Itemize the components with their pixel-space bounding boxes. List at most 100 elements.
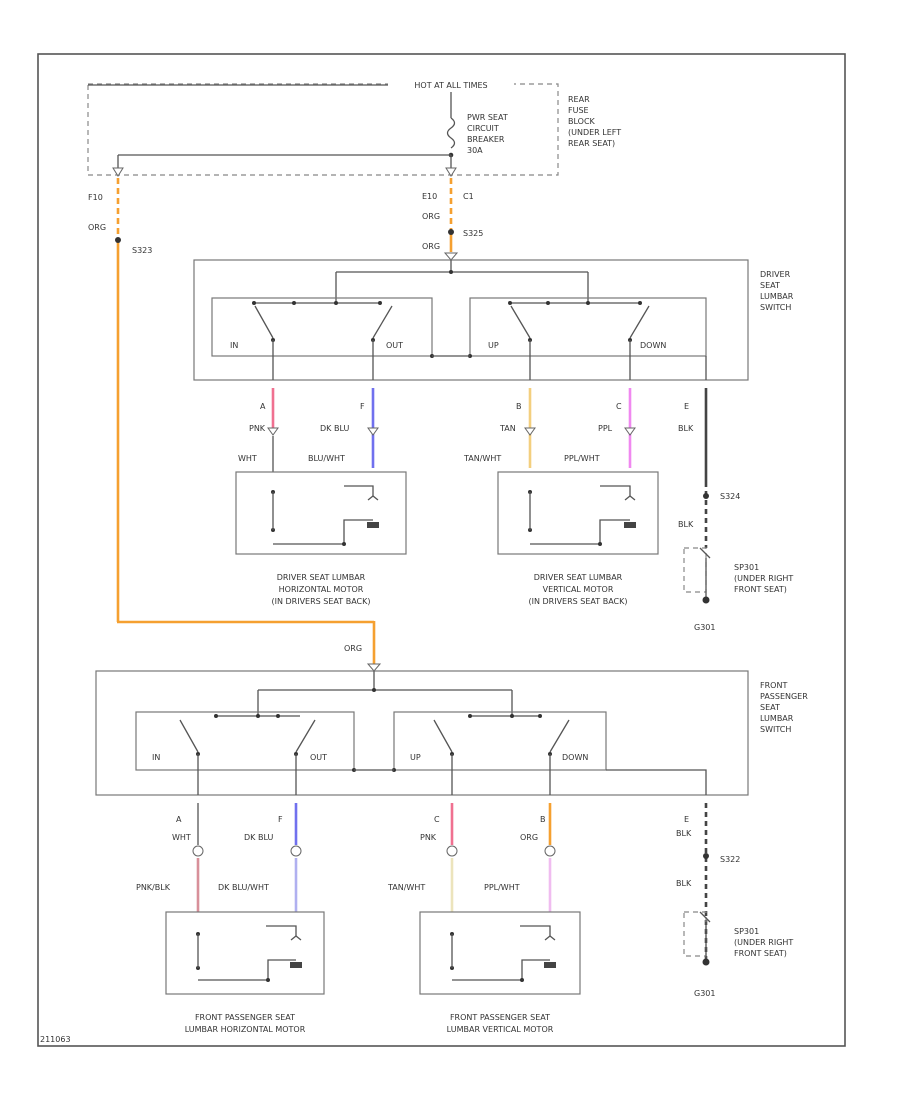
driver-vert-motor-label-1: DRIVER SEAT LUMBAR [534,573,623,582]
org-label-center: ORG [422,212,440,221]
diagram-code: 211063 [40,1035,71,1044]
psw-up-label: UP [410,753,421,762]
splice-s323 [115,237,121,243]
psw-blk-label: BLK [676,829,692,838]
sp301-dashed-box [683,547,707,593]
dsw-feed-node [449,270,453,274]
dsw-vertical-frame [469,297,707,357]
motor-icon [624,522,636,528]
dsw-contact [252,301,256,305]
sp301b-label-3: FRONT SEAT) [734,949,787,958]
dsw-contact [638,301,642,305]
dsw-horizontal-frame [211,297,433,357]
driver-horizontal-motor-box [235,471,407,555]
dsw-out-label: OUT [386,341,403,350]
pnkblk-label: PNK/BLK [136,883,171,892]
psw-contact [256,714,260,718]
driver-switch-label-4: SWITCH [760,303,791,312]
org-label-center-2: ORG [422,242,440,251]
pnk-connector [267,427,279,436]
driver-switch-label-3: LUMBAR [760,292,794,301]
psw-ground-to-e [606,769,707,795]
hot-at-all-times-label: HOT AT ALL TIMES [414,81,487,90]
diagram-frame [37,53,846,1047]
f10-label: F10 [88,193,103,202]
sp301b-splice [699,911,711,962]
fuse-block-label-5: REAR SEAT) [568,139,615,148]
e10-connector [445,167,457,177]
psw-up-blade [433,719,453,753]
dsw-contact [508,301,512,305]
psw-wht-label: WHT [172,833,191,842]
psw-contact [276,714,280,718]
g301-label: G301 [694,623,715,632]
dsw-contact [378,301,382,305]
blk-label-2: BLK [678,520,694,529]
passenger-switch-label-1: FRONT [760,681,787,690]
driver-switch-label-1: DRIVER [760,270,791,279]
splice-s325 [448,229,454,235]
passenger-switch-label-4: LUMBAR [760,714,794,723]
passenger-switch-label-2: PASSENGER [760,692,808,701]
psw-contact [468,714,472,718]
passenger-horiz-motor-label-1: FRONT PASSENGER SEAT [195,1013,295,1022]
driver-horizontal-motor-internals [271,485,379,546]
psw-blk-label-2: BLK [676,879,692,888]
passenger-horizontal-motor-box [165,911,325,995]
fuse-block-label-3: BLOCK [568,117,596,126]
driver-vert-motor-label-3: (IN DRIVERS SEAT BACK) [529,597,628,606]
sp301-splice [699,547,711,600]
ppl-label: PPL [598,424,613,433]
term-a-label: A [260,402,266,411]
pplwht-label: PPL/WHT [564,454,600,463]
sp301-label-3: FRONT SEAT) [734,585,787,594]
driver-horiz-motor-label-1: DRIVER SEAT LUMBAR [277,573,366,582]
passenger-lumbar-switch-box [95,670,749,796]
sp301b-label-2: (UNDER RIGHT [734,938,793,947]
s325-label: S325 [463,229,483,238]
psw-dkblu-label: DK BLU [244,833,273,842]
fuse-block-label-1: REAR [568,95,590,104]
dsw-in-label: IN [230,341,238,350]
passenger-horizontal-motor-internals [196,925,302,982]
g301b-label: G301 [694,989,715,998]
fuse-block-box [87,83,559,176]
dsw-in-blade [254,305,274,339]
psw-term-b-label: B [540,815,546,824]
dsw-up-blade [510,305,531,339]
s323-label: S323 [132,246,152,255]
psw-term-a-label: A [176,815,182,824]
dkbluwht-label: DK BLU/WHT [218,883,269,892]
tan-label: TAN [499,424,516,433]
sp301-label-2: (UNDER RIGHT [734,574,793,583]
e10-label: E10 [422,192,437,201]
passenger-switch-label-3: SEAT [760,703,780,712]
term-f-label: F [360,402,365,411]
psw-in-blade [179,719,199,753]
dsw-contact [586,301,590,305]
psw-down-blade [549,719,570,753]
dsw-contact [292,301,296,305]
driver-horiz-motor-label-3: (IN DRIVERS SEAT BACK) [272,597,371,606]
psw-term-c-label: C [434,815,440,824]
tanwht-label: TAN/WHT [463,454,501,463]
dsw-contact [546,301,550,305]
sp301b-dashed-box [683,911,707,957]
f10-connector [112,167,124,177]
psw-term-e-label: E [684,815,689,824]
motor-icon [290,962,302,968]
ground-g301b-dot [702,958,710,966]
driver-vertical-motor-internals [528,485,636,546]
term-c-label: C [616,402,622,411]
breaker-label-3: BREAKER [467,135,505,144]
org-label-passenger: ORG [344,644,362,653]
passenger-switch-connector [366,663,382,672]
psw-out-label: OUT [310,753,327,762]
dsw-down-blade [629,305,650,339]
dsw-up-label: UP [488,341,499,350]
dkblu-connector-passenger [290,845,302,857]
psw-vertical-frame [393,711,607,771]
motor-icon [367,522,379,528]
driver-vertical-motor-box [497,471,659,555]
